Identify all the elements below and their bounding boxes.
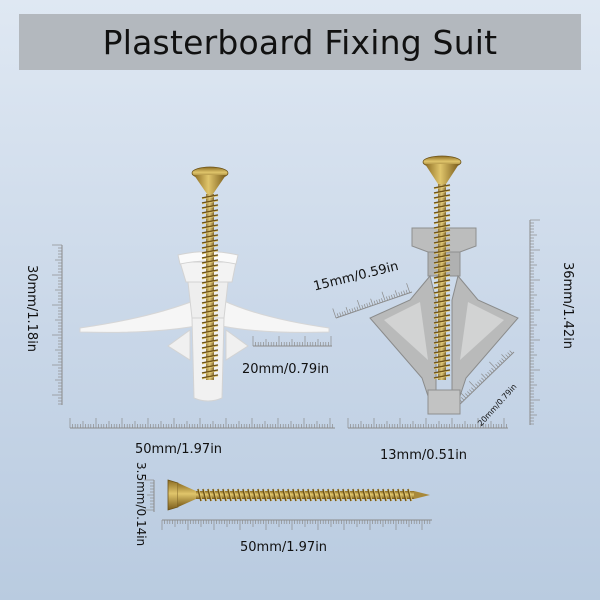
label-white-height: 30mm/1.18in xyxy=(24,265,39,353)
title-banner: Plasterboard Fixing Suit xyxy=(19,14,581,70)
ruler-grey-leg xyxy=(448,350,515,409)
ruler-grey-width xyxy=(347,418,508,429)
ruler-screw-diameter xyxy=(144,479,155,512)
label-grey-height: 36mm/1.42in xyxy=(560,262,575,350)
label-white-wing: 20mm/0.79in xyxy=(242,362,330,377)
ruler-grey-collar xyxy=(332,283,413,319)
white-anchor-screw xyxy=(191,166,229,380)
long-screw xyxy=(167,479,430,511)
label-white-width: 50mm/1.97in xyxy=(135,442,223,457)
page-title: Plasterboard Fixing Suit xyxy=(102,22,498,62)
ruler-white-wing xyxy=(252,336,332,347)
ruler-screw-length xyxy=(161,519,432,530)
label-grey-width: 13mm/0.51in xyxy=(380,448,468,463)
ruler-grey-height xyxy=(529,219,540,425)
label-screw-diameter: 3.5mm/0.14in xyxy=(134,462,148,547)
grey-anchor-screw xyxy=(422,155,462,380)
label-screw-length: 50mm/1.97in xyxy=(240,540,328,555)
ruler-white-width xyxy=(69,418,335,429)
ruler-white-height xyxy=(52,244,63,405)
